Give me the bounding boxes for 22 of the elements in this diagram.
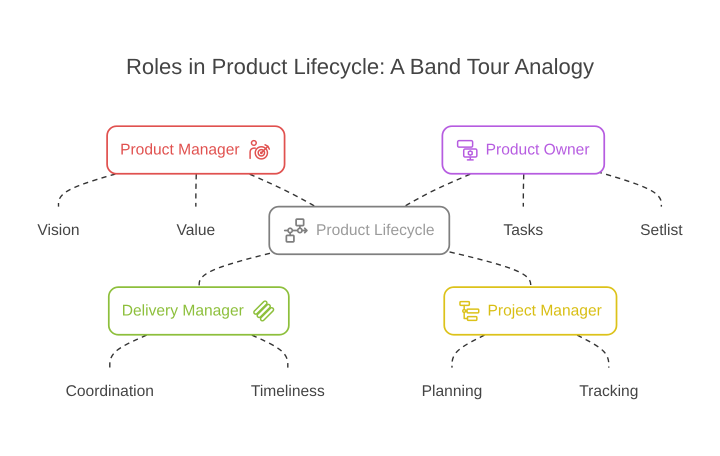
node-text: Coordination	[66, 382, 154, 400]
connector	[252, 334, 288, 368]
node-box: Delivery Manager	[108, 286, 290, 336]
node-box: Project Manager	[443, 286, 618, 336]
node-text: Tracking	[579, 382, 638, 400]
node-text: Timeliness	[250, 382, 325, 400]
node-text: Tasks	[503, 222, 544, 239]
node-text: Vision	[37, 222, 80, 239]
diagram-title: Roles in Product Lifecycle: A Band Tour Analogy	[125, 53, 595, 81]
connector	[402, 174, 470, 208]
connector	[195, 174, 197, 207]
connector	[576, 334, 610, 368]
connector	[109, 334, 147, 368]
node-text: Planning	[422, 382, 482, 400]
connector	[451, 334, 485, 368]
node-text: Value	[176, 222, 216, 239]
node-box: Product Manager	[106, 126, 286, 175]
connector	[249, 174, 317, 208]
node-box: Product Owner	[442, 126, 606, 175]
node-box: Product Lifecycle	[268, 206, 450, 256]
connector	[522, 174, 524, 207]
node-text: Setlist	[640, 222, 683, 239]
